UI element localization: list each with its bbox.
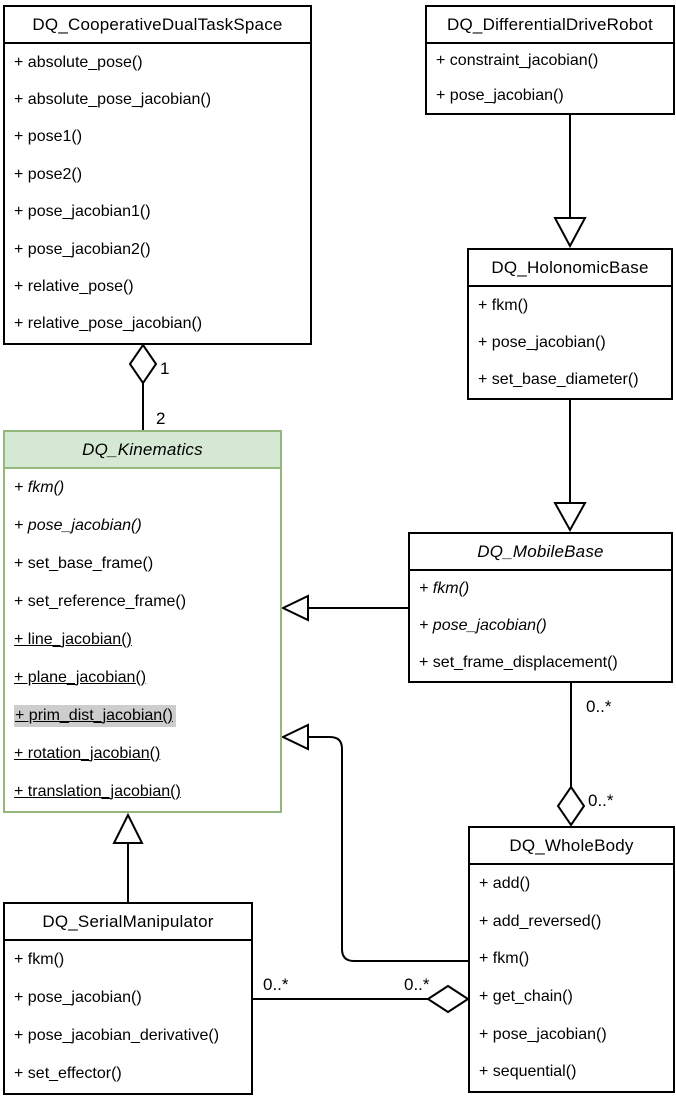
multiplicity-label: 0..* [586, 697, 612, 716]
inheritance-triangle-icon [280, 723, 309, 751]
method-row: + line_jacobian() [14, 631, 132, 648]
class-title: DQ_Kinematics [5, 432, 280, 469]
class-box-dq-cooperativedualtaskspace: DQ_CooperativeDualTaskSpace + absolute_p… [3, 5, 312, 345]
class-title: DQ_HolonomicBase [469, 250, 671, 287]
highlighted-method-text: + prim_dist_jacobian() [14, 705, 176, 727]
inheritance-line-whole-kin [307, 736, 468, 962]
method-row: + pose_jacobian() [436, 86, 564, 104]
method-row-highlighted: + prim_dist_jacobian() [5, 697, 280, 735]
method-row: + set_reference_frame() [14, 593, 187, 610]
class-box-dq-holonomicbase: DQ_HolonomicBase + fkm() + pose_jacobian… [467, 248, 673, 400]
method-row: + set_base_frame() [14, 555, 154, 572]
method-list: + constraint_jacobian() + pose_jacobian(… [427, 44, 673, 113]
method-row: + set_base_diameter() [478, 370, 639, 388]
method-row: + pose_jacobian() [478, 333, 606, 351]
method-row: + get_chain() [479, 987, 573, 1005]
method-row: + pose_jacobian1() [14, 203, 151, 221]
method-row: + fkm() [479, 950, 530, 968]
inheritance-triangle-icon [553, 502, 587, 533]
method-row: + constraint_jacobian() [436, 52, 599, 70]
inheritance-triangle-icon [280, 594, 309, 622]
method-row: + set_effector() [14, 1065, 122, 1082]
multiplicity-label: 0..* [263, 975, 289, 994]
method-row: + pose_jacobian() [419, 617, 547, 634]
method-row: + pose_jacobian2() [14, 240, 151, 258]
method-row: + fkm() [419, 580, 470, 598]
method-row: + fkm() [14, 951, 65, 968]
class-box-dq-wholebody: DQ_WholeBody + add() + add_reversed() + … [468, 826, 675, 1093]
class-box-dq-mobilebase: DQ_MobileBase + fkm() + pose_jacobian() … [408, 532, 673, 683]
method-list: + fkm() + pose_jacobian() + set_base_fra… [5, 469, 280, 811]
method-row: + absolute_pose() [14, 53, 143, 71]
method-row: + pose_jacobian() [14, 989, 142, 1006]
method-row: + relative_pose() [14, 277, 134, 295]
method-row: + set_frame_displacement() [419, 653, 618, 671]
inheritance-triangle-icon [553, 217, 587, 249]
method-row: + absolute_pose_jacobian() [14, 91, 212, 109]
class-title: DQ_WholeBody [470, 828, 673, 865]
method-row: + relative_pose_jacobian() [14, 315, 203, 333]
multiplicity-label: 0..* [404, 975, 430, 994]
multiplicity-label: 2 [156, 409, 165, 428]
inheritance-triangle-icon [112, 812, 144, 844]
method-row: + add_reversed() [479, 912, 602, 930]
method-list: + absolute_pose() + absolute_pose_jacobi… [5, 44, 310, 343]
aggregation-diamond-icon [556, 785, 586, 827]
method-row: + pose_jacobian() [14, 517, 142, 534]
method-row: + fkm() [14, 479, 65, 496]
method-row: + sequential() [479, 1063, 577, 1081]
method-row: + pose1() [14, 128, 83, 146]
multiplicity-label: 0..* [588, 791, 614, 810]
aggregation-diamond-icon [426, 984, 470, 1014]
class-box-dq-kinematics: DQ_Kinematics + fkm() + pose_jacobian() … [3, 430, 282, 813]
method-row: + pose_jacobian() [479, 1025, 607, 1043]
class-box-dq-serialmanipulator: DQ_SerialManipulator + fkm() + pose_jaco… [3, 902, 253, 1095]
method-list: + add() + add_reversed() + fkm() + get_c… [470, 865, 673, 1091]
method-list: + fkm() + pose_jacobian() + pose_jacobia… [5, 941, 251, 1093]
method-row: + translation_jacobian() [14, 783, 181, 800]
method-list: + fkm() + pose_jacobian() + set_frame_di… [410, 571, 671, 681]
aggregation-diamond-icon [128, 343, 158, 385]
class-box-dq-differentialdriverobot: DQ_DifferentialDriveRobot + constraint_j… [425, 5, 675, 115]
class-title: DQ_CooperativeDualTaskSpace [5, 7, 310, 44]
class-title: DQ_SerialManipulator [5, 904, 251, 941]
method-row: + add() [479, 874, 531, 892]
method-row: + fkm() [478, 296, 529, 314]
method-row: + plane_jacobian() [14, 669, 147, 686]
multiplicity-label: 1 [160, 359, 169, 378]
method-row: + rotation_jacobian() [14, 745, 161, 762]
method-row: + pose_jacobian_derivative() [14, 1027, 220, 1044]
class-title: DQ_MobileBase [410, 534, 671, 571]
class-title: DQ_DifferentialDriveRobot [427, 7, 673, 44]
method-list: + fkm() + pose_jacobian() + set_base_dia… [469, 287, 671, 398]
method-row: + pose2() [14, 165, 83, 183]
